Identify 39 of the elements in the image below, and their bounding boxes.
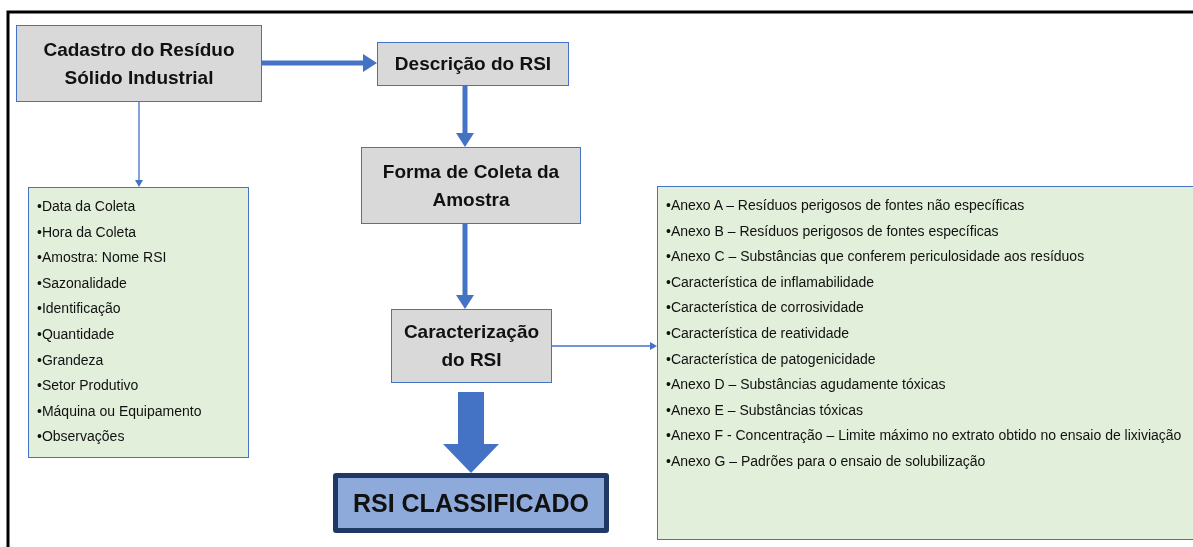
list-item: •Anexo E – Substâncias tóxicas bbox=[666, 400, 865, 420]
list-item: •Quantidade bbox=[37, 324, 116, 344]
list-item: •Característica de corrosividade bbox=[666, 298, 865, 318]
step-label: Cadastro do Resíduo Sólido Industrial bbox=[42, 37, 236, 90]
result-label: RSI CLASSIFICADO bbox=[352, 488, 590, 518]
arrow bbox=[551, 342, 657, 350]
list-item: •Máquina ou Equipamento bbox=[37, 401, 203, 421]
arrow bbox=[443, 392, 499, 473]
list-item: •Hora da Coleta bbox=[37, 222, 138, 242]
step-label: Forma de Coleta da Amostra bbox=[381, 159, 561, 212]
step-label: Caracterização do RSI bbox=[402, 320, 541, 372]
process-box bbox=[377, 42, 569, 86]
arrow bbox=[456, 224, 474, 309]
arrow bbox=[456, 86, 474, 147]
process-box bbox=[16, 25, 262, 102]
result-box bbox=[333, 473, 609, 533]
process-box bbox=[391, 309, 552, 383]
list-item: •Anexo C – Substâncias que conferem periculosidade aos resíduos bbox=[666, 247, 1086, 267]
list-item: •Anexo D – Substâncias agudamente tóxicas bbox=[666, 375, 947, 395]
list-item: •Sazonalidade bbox=[37, 273, 128, 293]
process-box bbox=[361, 147, 581, 224]
arrow bbox=[262, 54, 377, 72]
list-item: •Data da Coleta bbox=[37, 197, 137, 216]
list-item: •Característica de reatividade bbox=[666, 323, 851, 343]
list-item: •Identificação bbox=[37, 299, 122, 319]
list-item: •Anexo B – Resíduos perigosos de fontes específicas bbox=[666, 221, 1000, 241]
list-item: •Anexo F - Concentração – Limite máximo no extrato obtido no ensaio de lixiviação bbox=[666, 426, 1183, 446]
list-item: •Grandeza bbox=[37, 350, 105, 370]
list-item: •Característica de patogenicidade bbox=[666, 349, 877, 369]
list-item: •Anexo G – Padrões para o ensaio de solubilização bbox=[666, 451, 987, 471]
list-box bbox=[657, 186, 1193, 540]
list-item: •Observações bbox=[37, 427, 126, 447]
list-item: •Anexo A – Resíduos perigosos de fontes não específicas bbox=[666, 196, 1026, 215]
list-item: •Amostra: Nome RSI bbox=[37, 248, 168, 268]
list-box bbox=[28, 187, 249, 458]
arrow bbox=[135, 101, 143, 187]
list-item: •Característica de inflamabilidade bbox=[666, 272, 875, 292]
list-item: •Setor Produtivo bbox=[37, 376, 140, 396]
step-label: Descrição do RSI bbox=[394, 52, 552, 77]
